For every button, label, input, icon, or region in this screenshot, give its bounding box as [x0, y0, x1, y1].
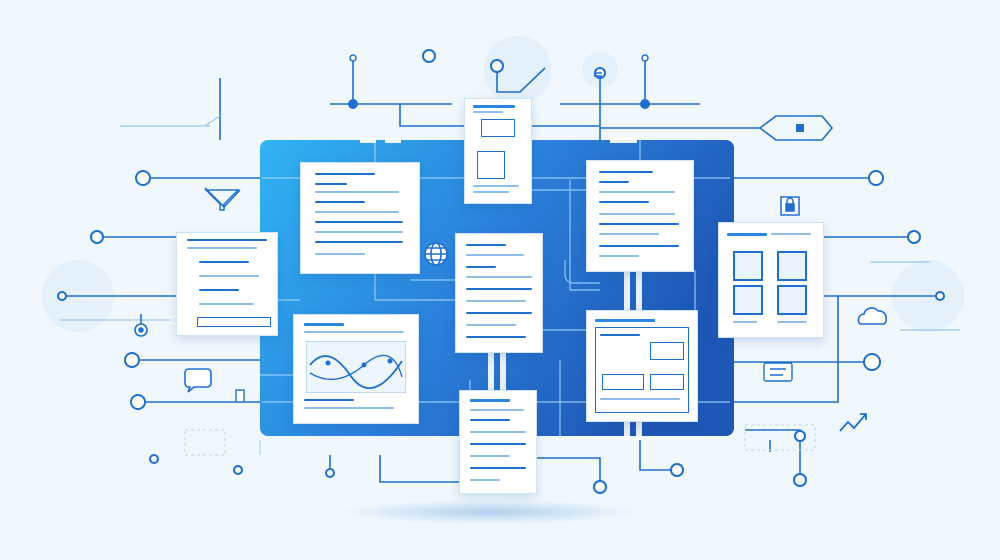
document-card-center [455, 233, 543, 353]
node-top-1 [422, 49, 436, 63]
document-card-top-center [464, 98, 532, 204]
ticket-icon [763, 362, 793, 382]
node-top-2 [490, 59, 504, 73]
icon-grid-card [718, 222, 824, 338]
arch-icon [733, 251, 763, 281]
node-right-1 [868, 170, 884, 186]
node-left-3 [57, 291, 67, 301]
document-card-upper-right [586, 160, 694, 272]
small-square-icon [594, 72, 602, 77]
tag-icon [796, 124, 804, 132]
node-bottom-4 [233, 465, 243, 475]
globe-icon [424, 242, 448, 266]
layout-box-2 [602, 374, 644, 390]
node-bottom-1 [325, 468, 335, 478]
floor-shadow [340, 500, 640, 524]
layout-box-3 [650, 374, 684, 390]
wave-frame [481, 119, 515, 137]
trend-arrow-icon [839, 413, 867, 432]
photo-icon [733, 285, 763, 315]
light-lines [60, 115, 960, 331]
cloud-icon [857, 307, 887, 325]
node-left-1 [135, 170, 151, 186]
node-right-4 [863, 353, 881, 371]
filled-nodes [348, 54, 650, 109]
wave-icon [777, 251, 807, 281]
board-pins [360, 137, 642, 440]
layout-frame [595, 327, 689, 413]
node-left-2 [90, 230, 104, 244]
dashed-frame [184, 424, 816, 456]
key-icon [134, 314, 148, 337]
node-left-6 [149, 454, 159, 464]
layout-box-1 [650, 342, 684, 360]
document-card-chart [293, 314, 419, 424]
line-chart-graphic [306, 341, 406, 393]
chart-card-icon [235, 389, 245, 403]
document-card-upper-left [300, 162, 420, 274]
diagonal-frame [477, 151, 505, 179]
node-right-2 [907, 230, 921, 244]
funnel-icon [204, 189, 240, 211]
document-card-left [176, 232, 278, 336]
document-card-bottom-center [459, 390, 537, 494]
node-left-5 [130, 394, 146, 410]
node-bottom-3 [670, 463, 684, 477]
node-bottom-6 [794, 430, 806, 442]
document-card-layout [586, 310, 698, 422]
node-bottom-5 [793, 473, 807, 487]
pencil-icon [777, 285, 807, 315]
lock-icon [780, 196, 800, 216]
node-left-4 [124, 352, 140, 368]
chat-bubble-icon [184, 368, 212, 393]
network-nodes [57, 49, 945, 494]
input-bar [197, 317, 271, 327]
node-right-3 [935, 291, 945, 301]
node-bottom-2 [593, 480, 607, 494]
